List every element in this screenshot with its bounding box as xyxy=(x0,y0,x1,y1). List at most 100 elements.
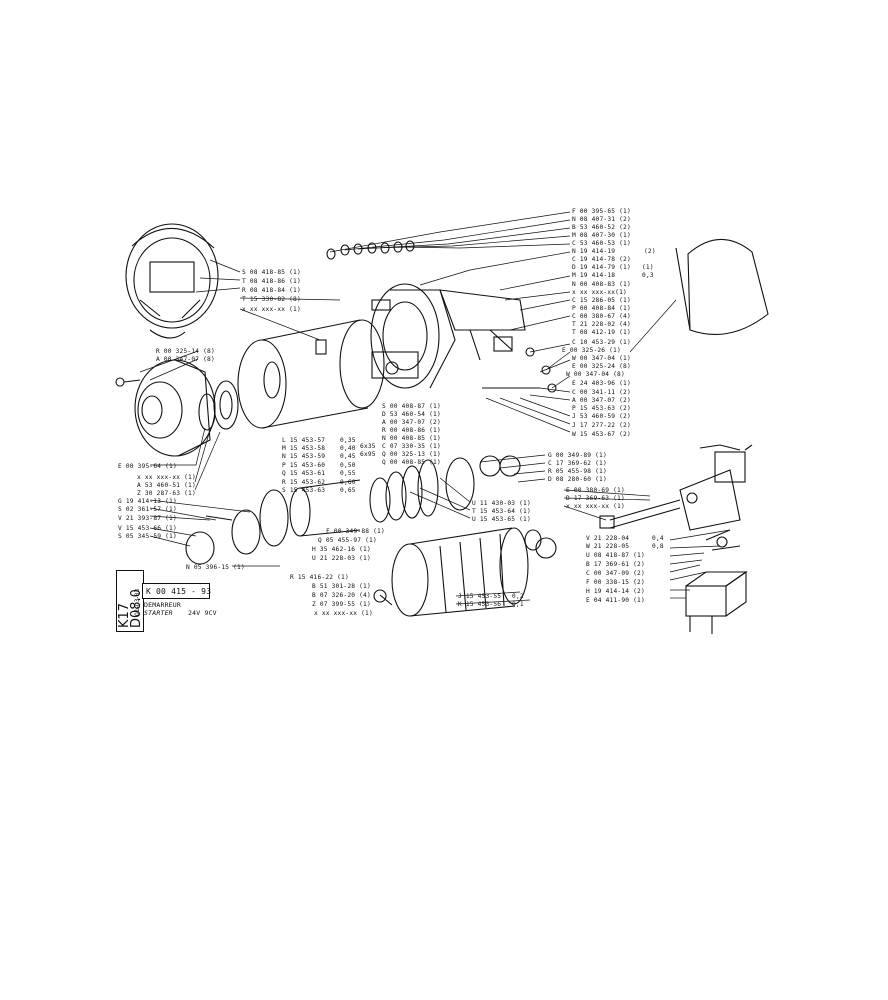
part-label: H 19 414-14 (2) xyxy=(586,588,645,595)
part-label: E 04 411-90 (1) xyxy=(586,597,645,604)
part-label: N 00 408-83 (1) xyxy=(572,281,631,288)
shim-value: 0,1 xyxy=(512,601,524,608)
part-label: A 00 347-07 (8) xyxy=(156,356,215,363)
part-label: Q 00 408-85 (1) xyxy=(382,459,441,466)
part-name-en: STARTER xyxy=(144,609,173,617)
part-label: U 11 430-03 (1) xyxy=(472,500,531,507)
part-label: T 15 330-82 (8) xyxy=(242,296,301,303)
part-number-box xyxy=(142,583,210,599)
part-label: B 51 301-28 (1) xyxy=(312,583,371,590)
part-label: Q 00 325-13 (1) xyxy=(382,451,441,458)
shim-value: 0,45 xyxy=(340,453,356,460)
quantity-mark: (2) xyxy=(644,248,656,255)
part-label: U 08 418-87 (1) xyxy=(586,552,645,559)
sheet-code-box xyxy=(116,570,144,632)
part-label: F 00 349-88 (1) xyxy=(326,528,385,535)
shim-value: 0,8 xyxy=(652,543,664,550)
part-label: C 15 286-05 (1) xyxy=(572,297,631,304)
part-label: N 08 407-31 (2) xyxy=(572,216,631,223)
part-label: W 15 453-67 (2) xyxy=(572,431,631,438)
armature-illustration xyxy=(373,527,529,617)
shim-ref: M 15 453-58 xyxy=(282,445,326,452)
part-label: T 08 418-86 (1) xyxy=(242,278,301,285)
part-label: N 00 408-85 (1) xyxy=(382,435,441,442)
part-label: F 00 395-65 (1) xyxy=(572,208,631,215)
shim-value: 0,35 xyxy=(340,437,356,444)
part-label: B 17 369-61 (2) xyxy=(586,561,645,568)
part-label: V 21 228-04 xyxy=(586,535,630,542)
relay-illustration xyxy=(685,529,748,634)
part-label: A 53 460-51 (1) xyxy=(137,482,196,489)
part-label: W 00 347-04 (1) xyxy=(572,355,631,362)
part-label: N 19 414-19 xyxy=(572,248,616,255)
part-label: R 15 416-22 (1) xyxy=(290,574,349,581)
part-label: x xx xxx-xx (1) xyxy=(566,503,625,510)
shim-ref: J 15 453-55 xyxy=(458,593,502,600)
part-label: A 00 347-07 (2) xyxy=(382,419,441,426)
size-note: 6x95 xyxy=(360,451,376,458)
part-label: P 15 453-63 (2) xyxy=(572,405,631,412)
part-label: V 15 453-66 (1) xyxy=(118,525,177,532)
part-label: S 05 345-59 (1) xyxy=(118,533,177,540)
part-label: E 00 380-69 (1) xyxy=(566,487,625,494)
commutator-end-plate-illustration xyxy=(370,283,456,389)
part-label: M 08 407-30 (1) xyxy=(572,232,631,239)
part-label: V 21 393-87 (1) xyxy=(118,515,177,522)
part-label: C 00 341-11 (2) xyxy=(572,389,631,396)
part-spec: 24V 9CV xyxy=(188,609,217,617)
part-label: C 19 414-78 (2) xyxy=(572,256,631,263)
shim-value: 0,40 xyxy=(340,445,356,452)
yoke-cylinder-illustration xyxy=(237,319,385,429)
part-label: T 15 453-64 (1) xyxy=(472,508,531,515)
part-label: W 00 347-04 (8) xyxy=(566,371,625,378)
shim-ref: S 15 453-63 xyxy=(282,487,326,494)
part-label: C 53 460-53 (1) xyxy=(572,240,631,247)
part-label: T 08 412-19 (1) xyxy=(572,329,631,336)
part-label: N 05 396-15 (1) xyxy=(186,564,245,571)
drive-end-bracket-illustration xyxy=(115,359,216,457)
shim-ref: L 15 453-57 xyxy=(282,437,326,444)
part-label: J 17 277-22 (2) xyxy=(572,422,631,429)
shim-value: 0,60 xyxy=(340,479,356,486)
shim-ref: N 15 453-59 xyxy=(282,453,326,460)
sheet-date: 01-03-83 xyxy=(134,588,141,616)
part-label: D 08 280-60 (1) xyxy=(548,476,607,483)
part-label: U 15 453-65 (1) xyxy=(472,516,531,523)
part-label: M 19 414-18 xyxy=(572,272,616,279)
part-label: C 17 369-62 (1) xyxy=(548,460,607,467)
part-label: A 00 347-07 (2) xyxy=(572,397,631,404)
solenoid-illustration xyxy=(599,444,753,531)
part-label: S 00 408-87 (1) xyxy=(382,403,441,410)
part-label: U 21 228-03 (1) xyxy=(312,555,371,562)
part-label: C 10 453-29 (1) xyxy=(572,339,631,346)
shim-value: 0,4 xyxy=(652,535,664,542)
shim-value: 0,2 xyxy=(512,593,524,600)
part-label: C 00 380-67 (4) xyxy=(572,313,631,320)
part-label: G 19 414-13 (1) xyxy=(118,498,177,505)
part-label: E 24 403-96 (1) xyxy=(572,380,631,387)
part-number: K 00 415 - 93 xyxy=(146,587,212,596)
part-label: C 00 347-09 (2) xyxy=(586,570,645,577)
part-label: D 19 414-79 (1) xyxy=(572,264,631,271)
part-label: x xx xxx-xx (1) xyxy=(314,610,373,617)
part-label: G 00 349-89 (1) xyxy=(548,452,607,459)
shim-value: 0,65 xyxy=(340,487,356,494)
part-label: E 00 395-64 (1) xyxy=(118,463,177,470)
part-label: W 21 228-05 xyxy=(586,543,630,550)
part-label: S 08 418-85 (1) xyxy=(242,269,301,276)
part-label: D 17 369-63 (1) xyxy=(566,495,625,502)
leader-lines xyxy=(139,211,731,605)
part-label: R 00 408-86 (1) xyxy=(382,427,441,434)
part-label: E 00 325-26 (1) xyxy=(562,347,621,354)
part-label: E 00 325-24 (8) xyxy=(572,363,631,370)
part-label: B 07 326-20 (4) xyxy=(312,592,371,599)
part-label: B 53 460-52 (2) xyxy=(572,224,631,231)
shim-ref: K 15 453-56 xyxy=(458,601,502,608)
cover-illustration xyxy=(675,239,769,335)
part-label: H 35 462-16 (1) xyxy=(312,546,371,553)
part-label: S 02 361-57 (1) xyxy=(118,506,177,513)
part-label: F 00 338-15 (2) xyxy=(586,579,645,586)
quantity-mark: (1) xyxy=(642,264,654,271)
shim-ref: R 15 453-62 xyxy=(282,479,326,486)
